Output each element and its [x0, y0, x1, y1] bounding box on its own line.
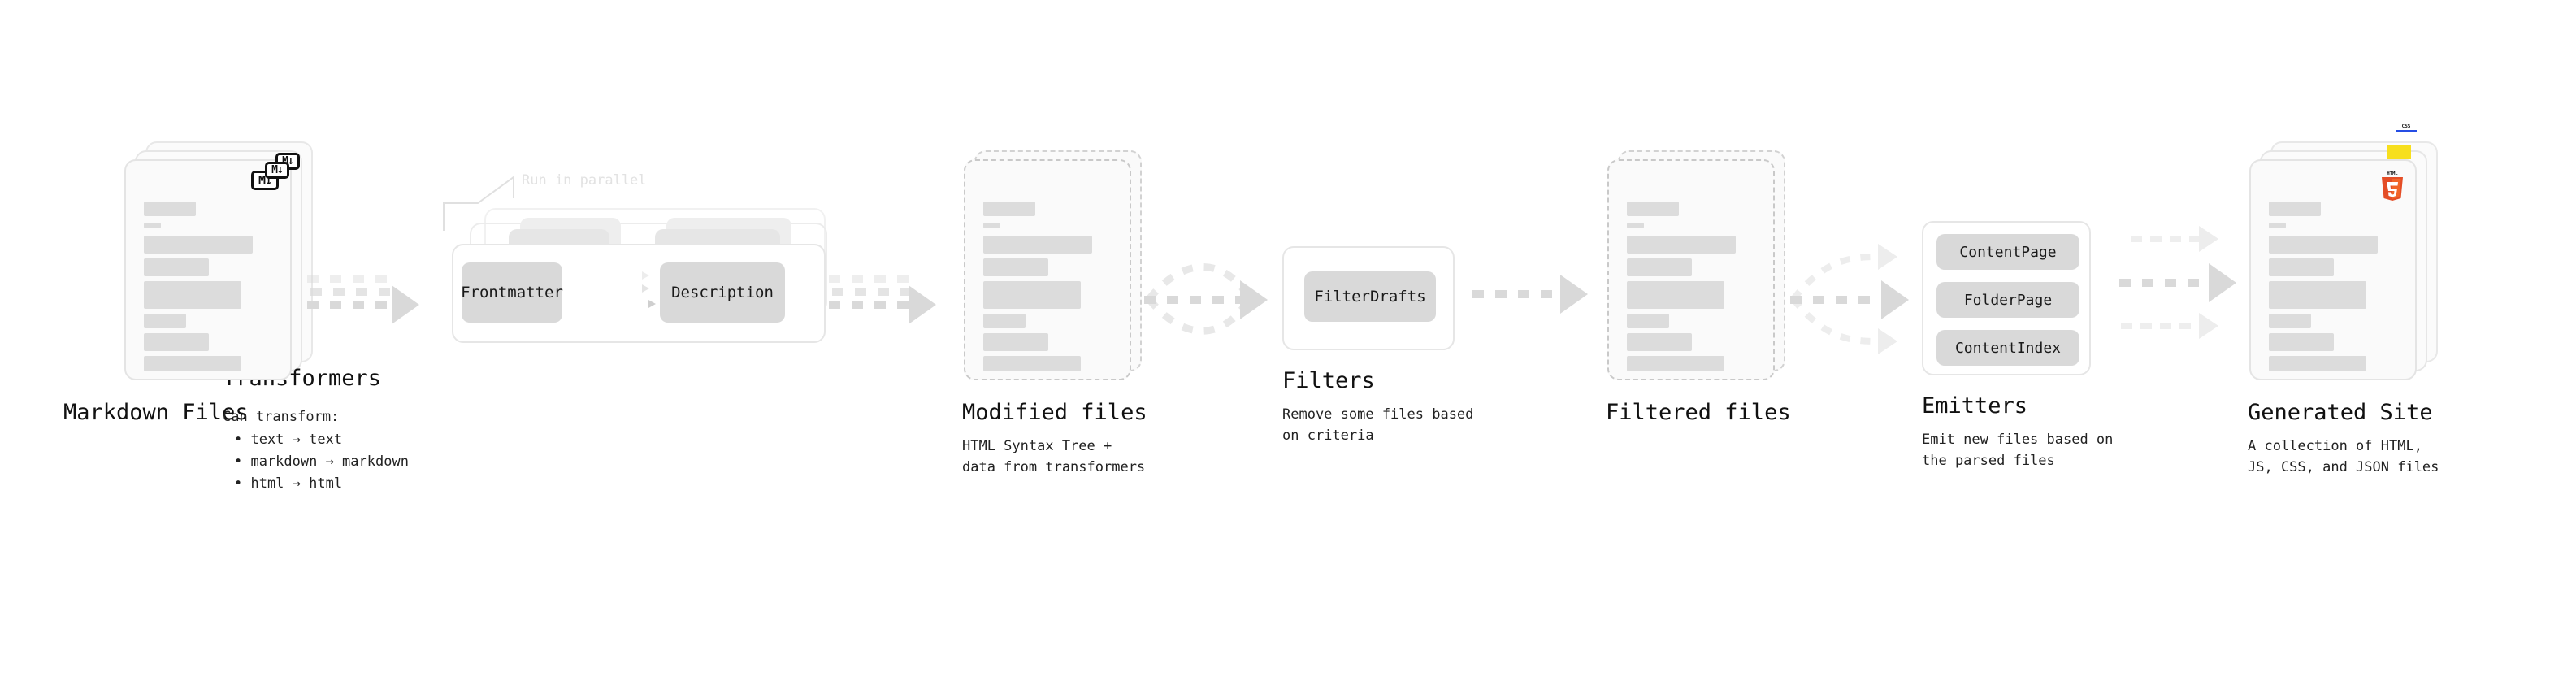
skeleton-bar: [2269, 281, 2366, 309]
run-in-parallel-label: Run in parallel: [522, 172, 647, 189]
emitters-desc-1: the parsed files: [1922, 453, 2055, 469]
skeleton-bar: [2269, 236, 2378, 254]
filters-box: FilterDrafts: [1282, 246, 1455, 350]
inner-arrow: [608, 271, 649, 280]
transformers-desc-item-1: • markdown → markdown: [234, 453, 409, 470]
svg-text:HTML: HTML: [2387, 171, 2398, 176]
generated-site-desc-1: JS, CSS, and JSON files: [2248, 459, 2439, 475]
markdown-card-front: M↓: [124, 159, 292, 380]
skeleton-bar: [1627, 281, 1724, 309]
filtered-card-front: [1607, 159, 1775, 380]
modified-files-desc-1: data from transformers: [962, 459, 1146, 475]
skeleton-bar: [1627, 223, 1644, 228]
node-markdown-files: M↓ M↓ M↓ Markdown Files: [63, 141, 313, 425]
skeleton-bar: [983, 223, 1000, 228]
node-filtered-files: Filtered files: [1606, 150, 1791, 425]
skeleton-bar: [983, 333, 1048, 351]
node-title-filtered-files: Filtered files: [1606, 400, 1791, 425]
emitters-desc-0: Emit new files based on: [1922, 432, 2114, 448]
transformer-pill-label: Description: [671, 284, 774, 301]
emitter-pill-label: ContentPage: [1959, 243, 2057, 261]
skeleton-bar: [983, 258, 1048, 276]
emitter-pill-label: FolderPage: [1963, 291, 2053, 309]
transformer-pill-label: Frontmatter: [461, 284, 563, 301]
skeleton-bar: [144, 236, 253, 254]
skeleton-bar: [144, 356, 241, 371]
node-transformers: Frontmatter Description Run in parallel …: [223, 172, 827, 492]
skeleton-bar: [983, 236, 1092, 254]
generated-card-front: HTML: [2249, 159, 2417, 380]
node-emitters: ContentPage FolderPage ContentIndex Emit…: [1922, 221, 2113, 469]
filter-pill-filterdrafts[interactable]: FilterDrafts: [1304, 271, 1436, 322]
modified-card-front: [964, 159, 1131, 380]
transformers-desc-item-0: • text → text: [234, 432, 343, 448]
html5-icon: HTML: [2382, 171, 2403, 201]
transformers-desc-heading: Can transform:: [223, 409, 340, 425]
emitters-box: ContentPage FolderPage ContentIndex: [1922, 221, 2091, 375]
node-title-markdown-files: Markdown Files: [63, 400, 249, 425]
node-modified-files: Modified files HTML Syntax Tree + data f…: [962, 150, 1147, 475]
node-filters: FilterDrafts Filters Remove some files b…: [1282, 246, 1473, 444]
emitter-pill-label: ContentIndex: [1954, 339, 2062, 357]
css-icon: CSS: [2394, 124, 2418, 132]
transformer-pill-description[interactable]: Description: [660, 262, 785, 323]
generated-site-desc-0: A collection of HTML,: [2248, 438, 2422, 454]
filtered-file-stack: [1607, 150, 1785, 380]
skeleton-bar: [144, 202, 196, 216]
skeleton-bar: [983, 314, 1026, 328]
skeleton-bar: [144, 223, 161, 228]
skeleton-bar: [2269, 314, 2311, 328]
transformers-box-stack: Frontmatter Description Run in parallel: [443, 172, 827, 343]
skeleton-bar: [983, 281, 1081, 309]
skeleton-bar: [2269, 223, 2286, 228]
modified-files-desc-0: HTML Syntax Tree +: [962, 438, 1112, 454]
transformer-pill-frontmatter[interactable]: Frontmatter: [461, 262, 563, 323]
generated-site-stack: CSS HTML: [2249, 124, 2438, 380]
skeleton-bar: [1627, 356, 1724, 371]
skeleton-bar: [2269, 356, 2366, 371]
inner-arrow: [606, 300, 656, 308]
run-in-parallel-bracket: [443, 176, 514, 231]
skeleton-bar: [1627, 202, 1679, 216]
inner-arrow: [608, 284, 649, 293]
emitter-pill-contentpage[interactable]: ContentPage: [1936, 234, 2079, 270]
skeleton-bar: [144, 314, 186, 328]
skeleton-bar: [1627, 236, 1736, 254]
skeleton-bar: [2269, 202, 2321, 216]
filter-pill-label: FilterDrafts: [1314, 288, 1426, 306]
node-title-filters: Filters: [1282, 368, 1375, 393]
skeleton-bar: [144, 258, 209, 276]
skeleton-bar: [1627, 333, 1692, 351]
js-icon: [2387, 145, 2411, 159]
filters-desc-0: Remove some files based: [1282, 406, 1474, 423]
transformers-desc-item-2: • html → html: [234, 475, 343, 492]
skeleton-bar: [2269, 258, 2334, 276]
modified-file-stack: [964, 150, 1142, 380]
skeleton-bar: [2269, 333, 2334, 351]
filters-desc-1: on criteria: [1282, 427, 1374, 444]
emitter-pill-folderpage[interactable]: FolderPage: [1936, 282, 2079, 318]
skeleton-bar: [1627, 314, 1669, 328]
skeleton-bar: [144, 281, 241, 309]
skeleton-bar: [1627, 258, 1692, 276]
node-title-emitters: Emitters: [1922, 393, 2028, 419]
skeleton-bar: [983, 202, 1035, 216]
node-title-modified-files: Modified files: [962, 400, 1147, 425]
markdown-icon: M↓: [265, 162, 289, 179]
skeleton-bar: [983, 356, 1081, 371]
skeleton-bar: [144, 333, 209, 351]
node-title-generated-site: Generated Site: [2248, 400, 2433, 425]
emitter-pill-contentindex[interactable]: ContentIndex: [1936, 330, 2079, 366]
node-generated-site: CSS HTML: [2248, 124, 2439, 476]
markdown-file-stack: M↓ M↓ M↓: [124, 141, 313, 380]
